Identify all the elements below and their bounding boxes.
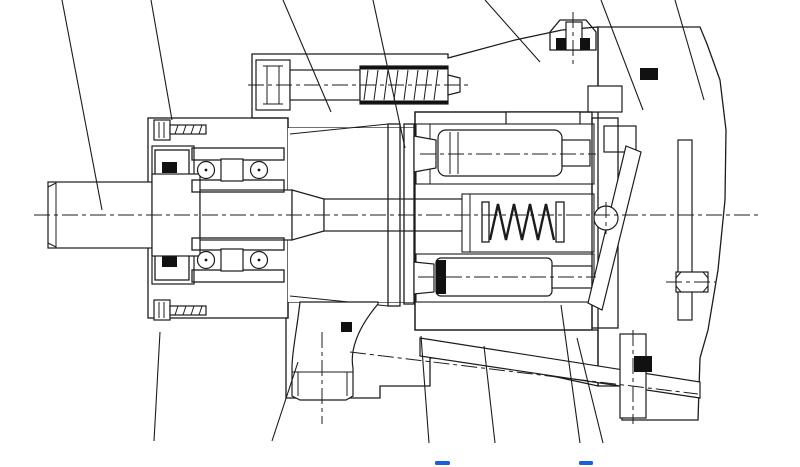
callout-leader-line [61,0,103,211]
truncated-blue-label [435,461,450,465]
cap-internal-bore [677,139,693,321]
cap-bore-pocket [587,85,623,113]
callout-leader-line [600,0,644,111]
seal-lip [162,162,177,173]
retaining-screw-bottom [153,299,207,321]
port-nut [341,322,352,332]
truncated-blue-label [579,461,593,465]
truncated-labels [435,461,593,465]
callout-leader-line [282,0,332,113]
seal-lip [162,256,177,267]
callout-leader-line [153,331,161,442]
suction-port-elbow [291,301,379,401]
bearing-lower [191,237,285,283]
spring-bore [461,193,595,253]
callout-leader-line [483,345,496,444]
retaining-screw-top [153,119,207,141]
centerlines [34,12,762,424]
valve-plate [587,117,642,329]
callout-leader-line [674,0,705,101]
bearing-upper [191,147,285,193]
callout-leader-line [576,337,604,444]
compression-spring [481,201,565,243]
piston-upper [413,129,591,177]
callout-leader-line [150,0,173,121]
cap-bottom-bore [619,333,652,419]
bearing-roller [220,158,244,182]
tilted-retainer [587,145,642,311]
top-plug [549,19,597,51]
callout-leader-line [420,335,430,444]
callout-leader-line [560,304,581,444]
bolt-shank [289,69,361,101]
seal-ring [634,356,652,372]
callout-leader-line [372,0,406,149]
piston-slipper [413,261,435,295]
callout-leader-line [484,0,541,63]
callout-leader-line [271,361,299,442]
bearing-roller [220,248,244,272]
seal-ring [640,68,658,80]
leader-lines [61,0,705,444]
